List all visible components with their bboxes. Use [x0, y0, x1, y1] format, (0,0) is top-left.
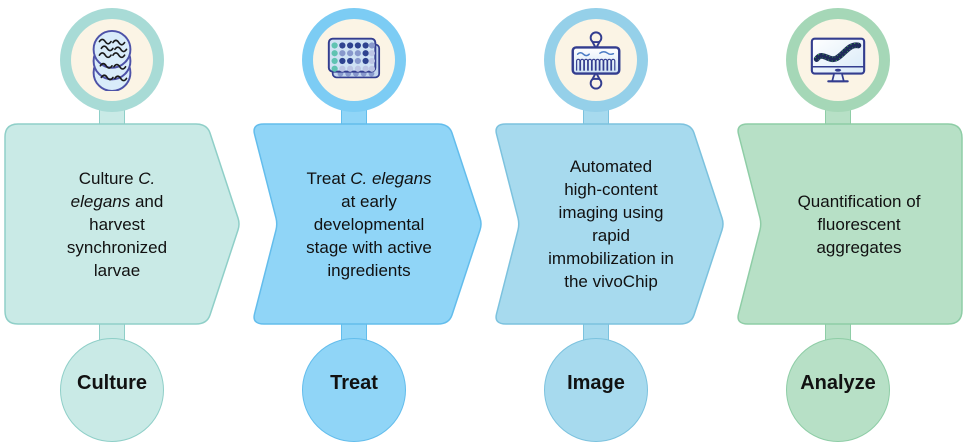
- step-label: Culture: [77, 371, 147, 394]
- notched-rect-shape: [737, 123, 963, 325]
- monitor-worm-icon: [810, 37, 866, 83]
- step-icon-circle: [60, 8, 164, 112]
- step-icon-circle: [302, 8, 406, 112]
- chevron-shape: [495, 123, 724, 325]
- step-icon-circle: [544, 8, 648, 112]
- chevron-shape: [253, 123, 482, 325]
- step-label: Analyze: [800, 371, 876, 394]
- step-label-badge: Treat: [302, 338, 406, 442]
- step-label: Treat: [330, 371, 378, 394]
- step-label-badge: Culture: [60, 338, 164, 442]
- step-icon-inner-circle: [71, 19, 153, 101]
- step-icon-circle: [786, 8, 890, 112]
- vivochip-icon: [571, 31, 621, 90]
- step-icon-inner-circle: [313, 19, 395, 101]
- petri-dishes-icon: [92, 29, 132, 91]
- step-icon-inner-circle: [797, 19, 879, 101]
- step-icon-inner-circle: [555, 19, 637, 101]
- step-label: Image: [567, 371, 625, 394]
- arrow-shape: [4, 123, 240, 325]
- well-plate-icon: [327, 37, 381, 79]
- step-label-badge: Image: [544, 338, 648, 442]
- step-label-badge: Analyze: [786, 338, 890, 442]
